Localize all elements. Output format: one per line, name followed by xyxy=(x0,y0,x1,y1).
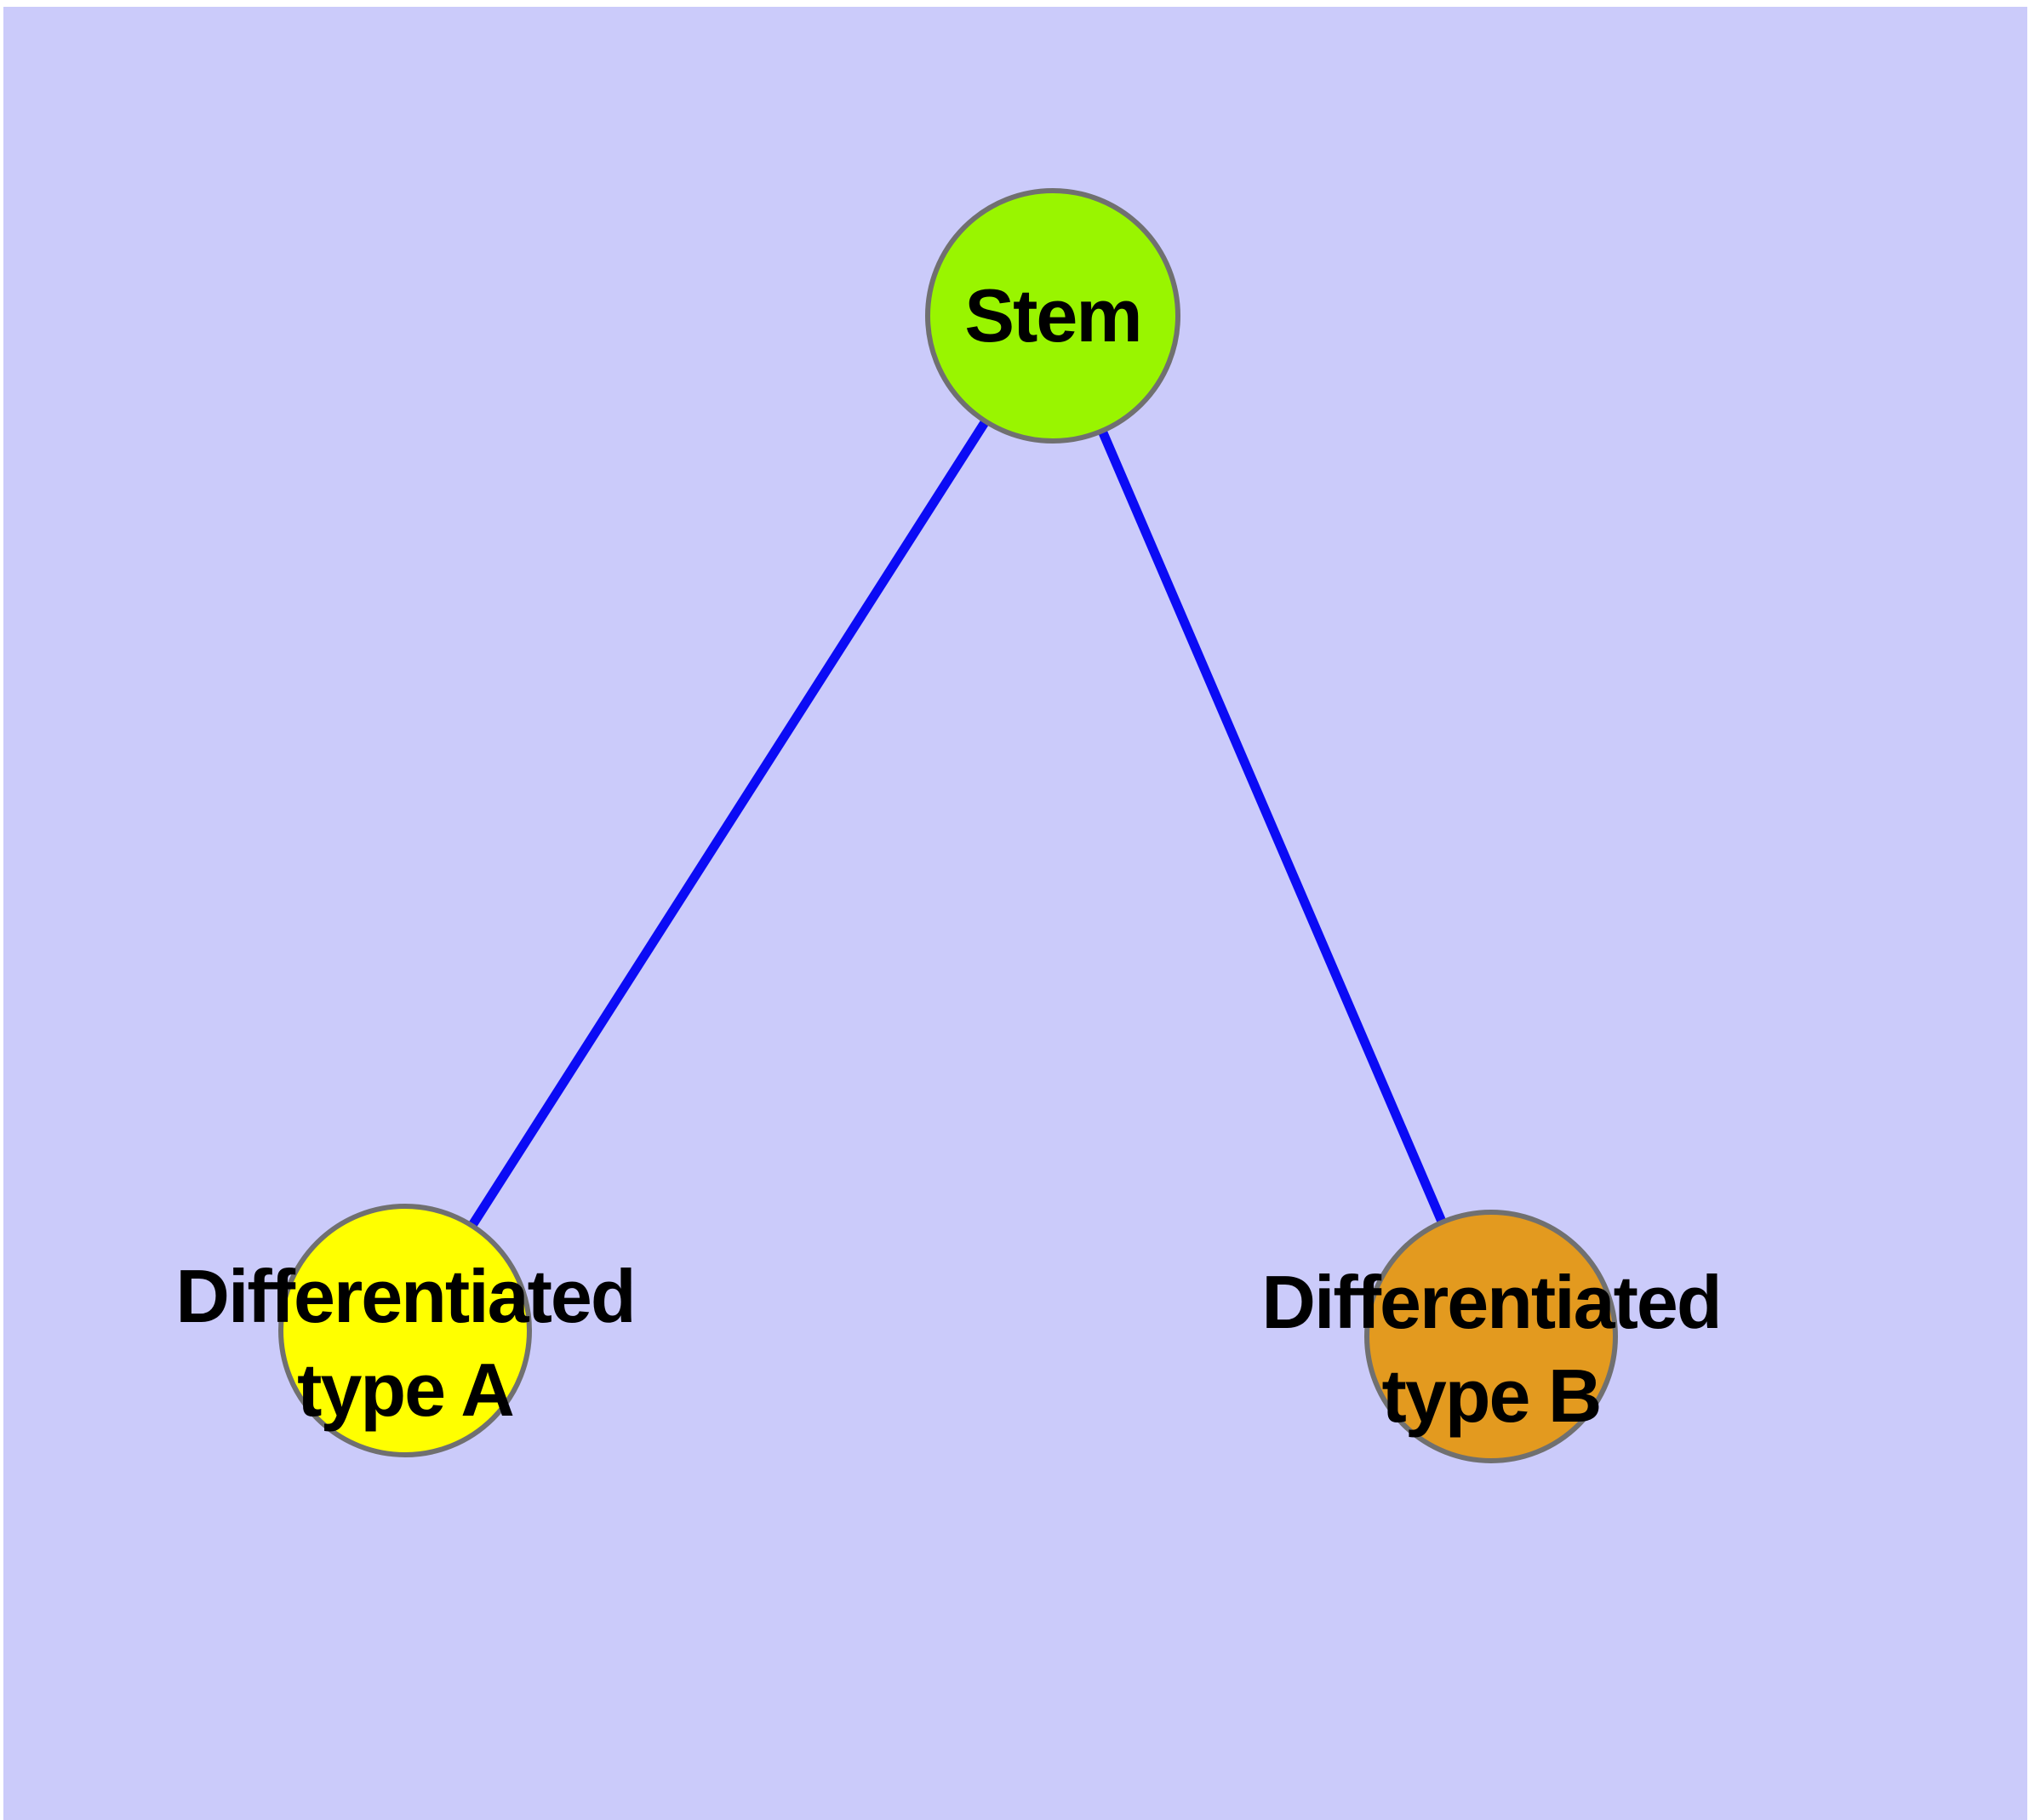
node-circle-type-a xyxy=(278,1204,532,1457)
node-circle-type-b xyxy=(1364,1210,1618,1463)
edge-stem-to-type-b xyxy=(1048,313,1496,1339)
node-circle-stem xyxy=(925,188,1180,444)
edge-stem-to-type-a xyxy=(401,313,1057,1333)
